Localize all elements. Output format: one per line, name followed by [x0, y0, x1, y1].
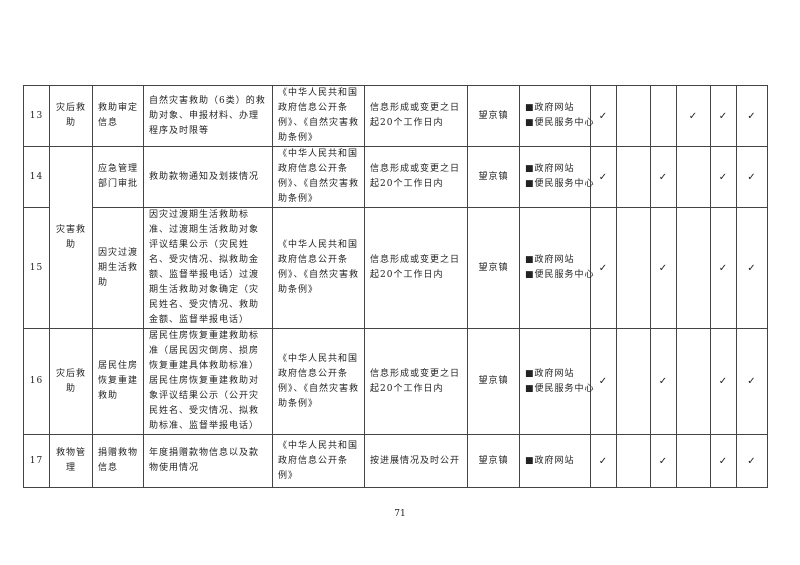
check-cell: ✓	[710, 146, 737, 208]
table-row: 15 因灾过渡期生活救助因灾过渡期生活救助标准、过渡期生活救助对象评议结果公示（灾…	[23, 207, 768, 329]
check-cell	[616, 434, 651, 488]
time-cell: 信息形成或变更之日起20个工作日内	[364, 146, 468, 208]
time-cell: 按进展情况及时公开	[364, 434, 468, 488]
check-cell: ✓	[710, 328, 737, 435]
channel-item: ■便民服务中心	[525, 118, 595, 128]
content-cell: 自然灾害救助（6类）的救助对象、申报材料、办理程序及时限等	[143, 85, 273, 147]
check-cell	[616, 85, 651, 147]
check-cell	[676, 146, 711, 208]
check-cell: ✓	[590, 328, 617, 435]
check-cell	[616, 146, 651, 208]
check-cell	[676, 328, 711, 435]
channels-cell: ■政府网站 ■便民服务中心	[519, 207, 595, 329]
channel-item: ■政府网站	[525, 255, 575, 265]
check-cell	[616, 207, 651, 329]
channel-item: ■政府网站	[525, 455, 575, 466]
check-cell: ✓	[650, 434, 677, 488]
check-cell	[676, 434, 711, 488]
row-number: 15	[23, 207, 50, 329]
item-cell: 因灾过渡期生活救助	[92, 207, 144, 329]
check-cell: ✓	[590, 207, 617, 329]
subject-cell: 望京镇	[467, 85, 520, 147]
check-cell: ✓	[736, 85, 768, 147]
row-number: 17	[23, 434, 50, 488]
check-cell: ✓	[590, 146, 617, 208]
item-cell: 捐赠救物信息	[92, 434, 144, 488]
check-cell: ✓	[650, 146, 677, 208]
content-cell: 救助款物通知及划拨情况	[143, 146, 273, 208]
channels-cell: ■政府网站 ■便民服务中心	[519, 328, 595, 435]
channel-item: ■政府网站	[525, 368, 575, 379]
check-cell: ✓	[736, 328, 768, 435]
time-cell: 信息形成或变更之日起20个工作日内	[364, 328, 468, 435]
check-cell: ✓	[650, 328, 677, 435]
time-cell: 信息形成或变更之日起20个工作日内	[364, 207, 468, 329]
subject-cell: 望京镇	[467, 328, 520, 435]
basis-cell: 《中华人民共和国政府信息公开条例》、《自然灾害救助条例》	[272, 146, 365, 208]
channel-item: ■便民服务中心	[525, 383, 595, 394]
row-number: 16	[23, 328, 50, 435]
check-cell	[616, 328, 651, 435]
check-cell: ✓	[676, 85, 711, 147]
category-cell: 灾害救助	[49, 146, 93, 329]
basis-cell: 《中华人民共和国政府信息公开条例》、《自然灾害救助条例》	[272, 328, 365, 435]
subject-cell: 望京镇	[467, 434, 520, 488]
content-cell: 因灾过渡期生活救助标准、过渡期生活救助对象评议结果公示（灾民姓名、受灾情况、拟救…	[143, 207, 273, 329]
category-cell: 灾后救助	[49, 85, 93, 147]
item-cell: 应急管理部门审批	[92, 146, 144, 208]
check-cell: ✓	[736, 434, 768, 488]
check-cell: ✓	[710, 85, 737, 147]
channel-item: ■便民服务中心	[525, 179, 595, 189]
check-cell	[650, 85, 677, 147]
channel-item: ■便民服务中心	[525, 270, 595, 280]
item-cell: 居民住房恢复重建救助	[92, 328, 144, 435]
page-number: 71	[394, 509, 406, 519]
check-cell: ✓	[650, 207, 677, 329]
channels-cell: ■政府网站	[519, 434, 591, 488]
subject-cell: 望京镇	[467, 146, 520, 208]
row-number: 13	[23, 85, 50, 147]
channels-cell: ■政府网站 ■便民服务中心	[519, 146, 595, 208]
content-cell: 居民住房恢复重建救助标准（居民因灾倒房、损房恢复重建具体救助标准）居民住房恢复重…	[143, 328, 273, 435]
category-cell: 救物管理	[49, 434, 93, 488]
basis-cell: 《中华人民共和国政府信息公开条例》、《自然灾害救助条例》	[272, 207, 365, 329]
check-cell: ✓	[590, 85, 617, 147]
check-cell: ✓	[590, 434, 617, 488]
content-cell: 年度捐赠款物信息以及款物使用情况	[143, 434, 273, 488]
time-cell: 信息形成或变更之日起20个工作日内	[364, 85, 468, 147]
check-cell: ✓	[736, 146, 768, 208]
subject-cell: 望京镇	[467, 207, 520, 329]
check-cell: ✓	[710, 434, 737, 488]
check-cell	[676, 207, 711, 329]
category-cell: 灾后救助	[49, 328, 93, 435]
channels-cell: ■政府网站 ■便民服务中心	[519, 85, 595, 147]
row-number: 14	[23, 146, 50, 208]
item-cell: 救助审定信息	[92, 85, 144, 147]
basis-cell: 《中华人民共和国政府信息公开条例》、《自然灾害救助条例》	[272, 85, 365, 147]
channel-item: ■政府网站	[525, 164, 575, 174]
basis-cell: 《中华人民共和国政府信息公开条例》	[272, 434, 365, 488]
check-cell: ✓	[710, 207, 737, 329]
check-cell: ✓	[736, 207, 768, 329]
channel-item: ■政府网站	[525, 103, 575, 113]
